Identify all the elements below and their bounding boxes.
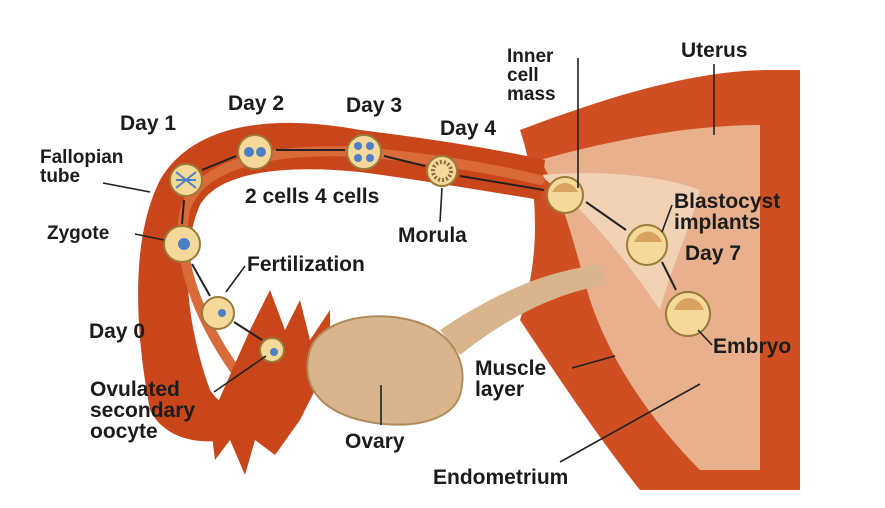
leader-endometrium [559,383,701,463]
leader-morula [439,187,443,223]
label-morula: Morula [398,224,467,247]
label-uterus: Uterus [681,39,748,62]
arrow-fertilization-zygote [191,263,211,297]
day2-blastomere-a [244,147,254,157]
fertilization-nucleus [218,309,226,317]
label-fertilization: Fertilization [247,253,365,276]
day3-blastomere-a [354,142,362,150]
label-embryo: Embryo [713,335,792,358]
label-fallopian-tube: Fallopian tube [40,147,124,187]
arrow-morula-blastocyst [459,175,545,191]
path-arrows [181,149,677,341]
fallopian-tube [138,122,545,442]
label-day0: Day 0 [89,320,146,343]
fimbriae [210,290,330,475]
label-ovulated-oocyte: Ovulated secondary oocyte [90,378,196,443]
arrow-blastocyst-implant [585,201,627,231]
label-day2: Day 2 [228,92,285,115]
blastocyst-early-mass [552,183,578,192]
zygote-nucleus [178,238,190,250]
oocyte-nucleus [270,348,278,356]
arrow-oocyte-fertilization [233,321,263,341]
arrow-day3-morula [383,155,426,167]
label-zygote: Zygote [47,223,110,244]
leader-lines [102,58,715,463]
label-day1: Day 1 [120,112,177,135]
arrow-zygote-day1 [181,199,185,225]
leader-fallopian [102,182,151,193]
ovarian-ligament [440,265,605,355]
day2-cell [237,134,273,170]
blastocyst-early [546,176,584,214]
uterine-lumen [540,173,700,310]
arrow-implant-embryo [661,261,677,291]
leader-embryo [697,329,713,346]
leader-oocyte [213,355,267,393]
day3-cell [346,134,382,170]
label-day3: Day 3 [346,94,403,117]
label-day7: Day 7 [685,242,742,265]
day3-blastomere-b [366,142,374,150]
label-muscle-layer: Muscle layer [475,357,547,401]
morula-texture [431,160,453,182]
blastocyst-implanting [626,224,668,266]
leader-blastocyst [661,204,673,233]
arrow-day1-day2 [201,155,237,171]
label-blastocyst-implants: Blastocyst implants [674,190,781,234]
leader-fertilization [225,265,246,293]
label-endometrium: Endometrium [433,466,569,489]
day2-blastomere-b [256,147,266,157]
label-cells: 2 cells 4 cells [245,185,380,208]
blastocyst-implanting-mass [634,231,662,242]
label-day4: Day 4 [440,117,497,140]
leader-zygote [134,233,165,241]
embryo-mass [674,298,704,310]
day1-spindle [175,171,197,189]
day3-blastomere-d [366,154,374,162]
leader-muscle [571,355,616,369]
label-ovary: Ovary [345,430,405,453]
day3-blastomere-c [354,154,362,162]
label-inner-cell-mass: Inner cell mass [507,46,556,105]
ovary-shape [306,315,464,426]
